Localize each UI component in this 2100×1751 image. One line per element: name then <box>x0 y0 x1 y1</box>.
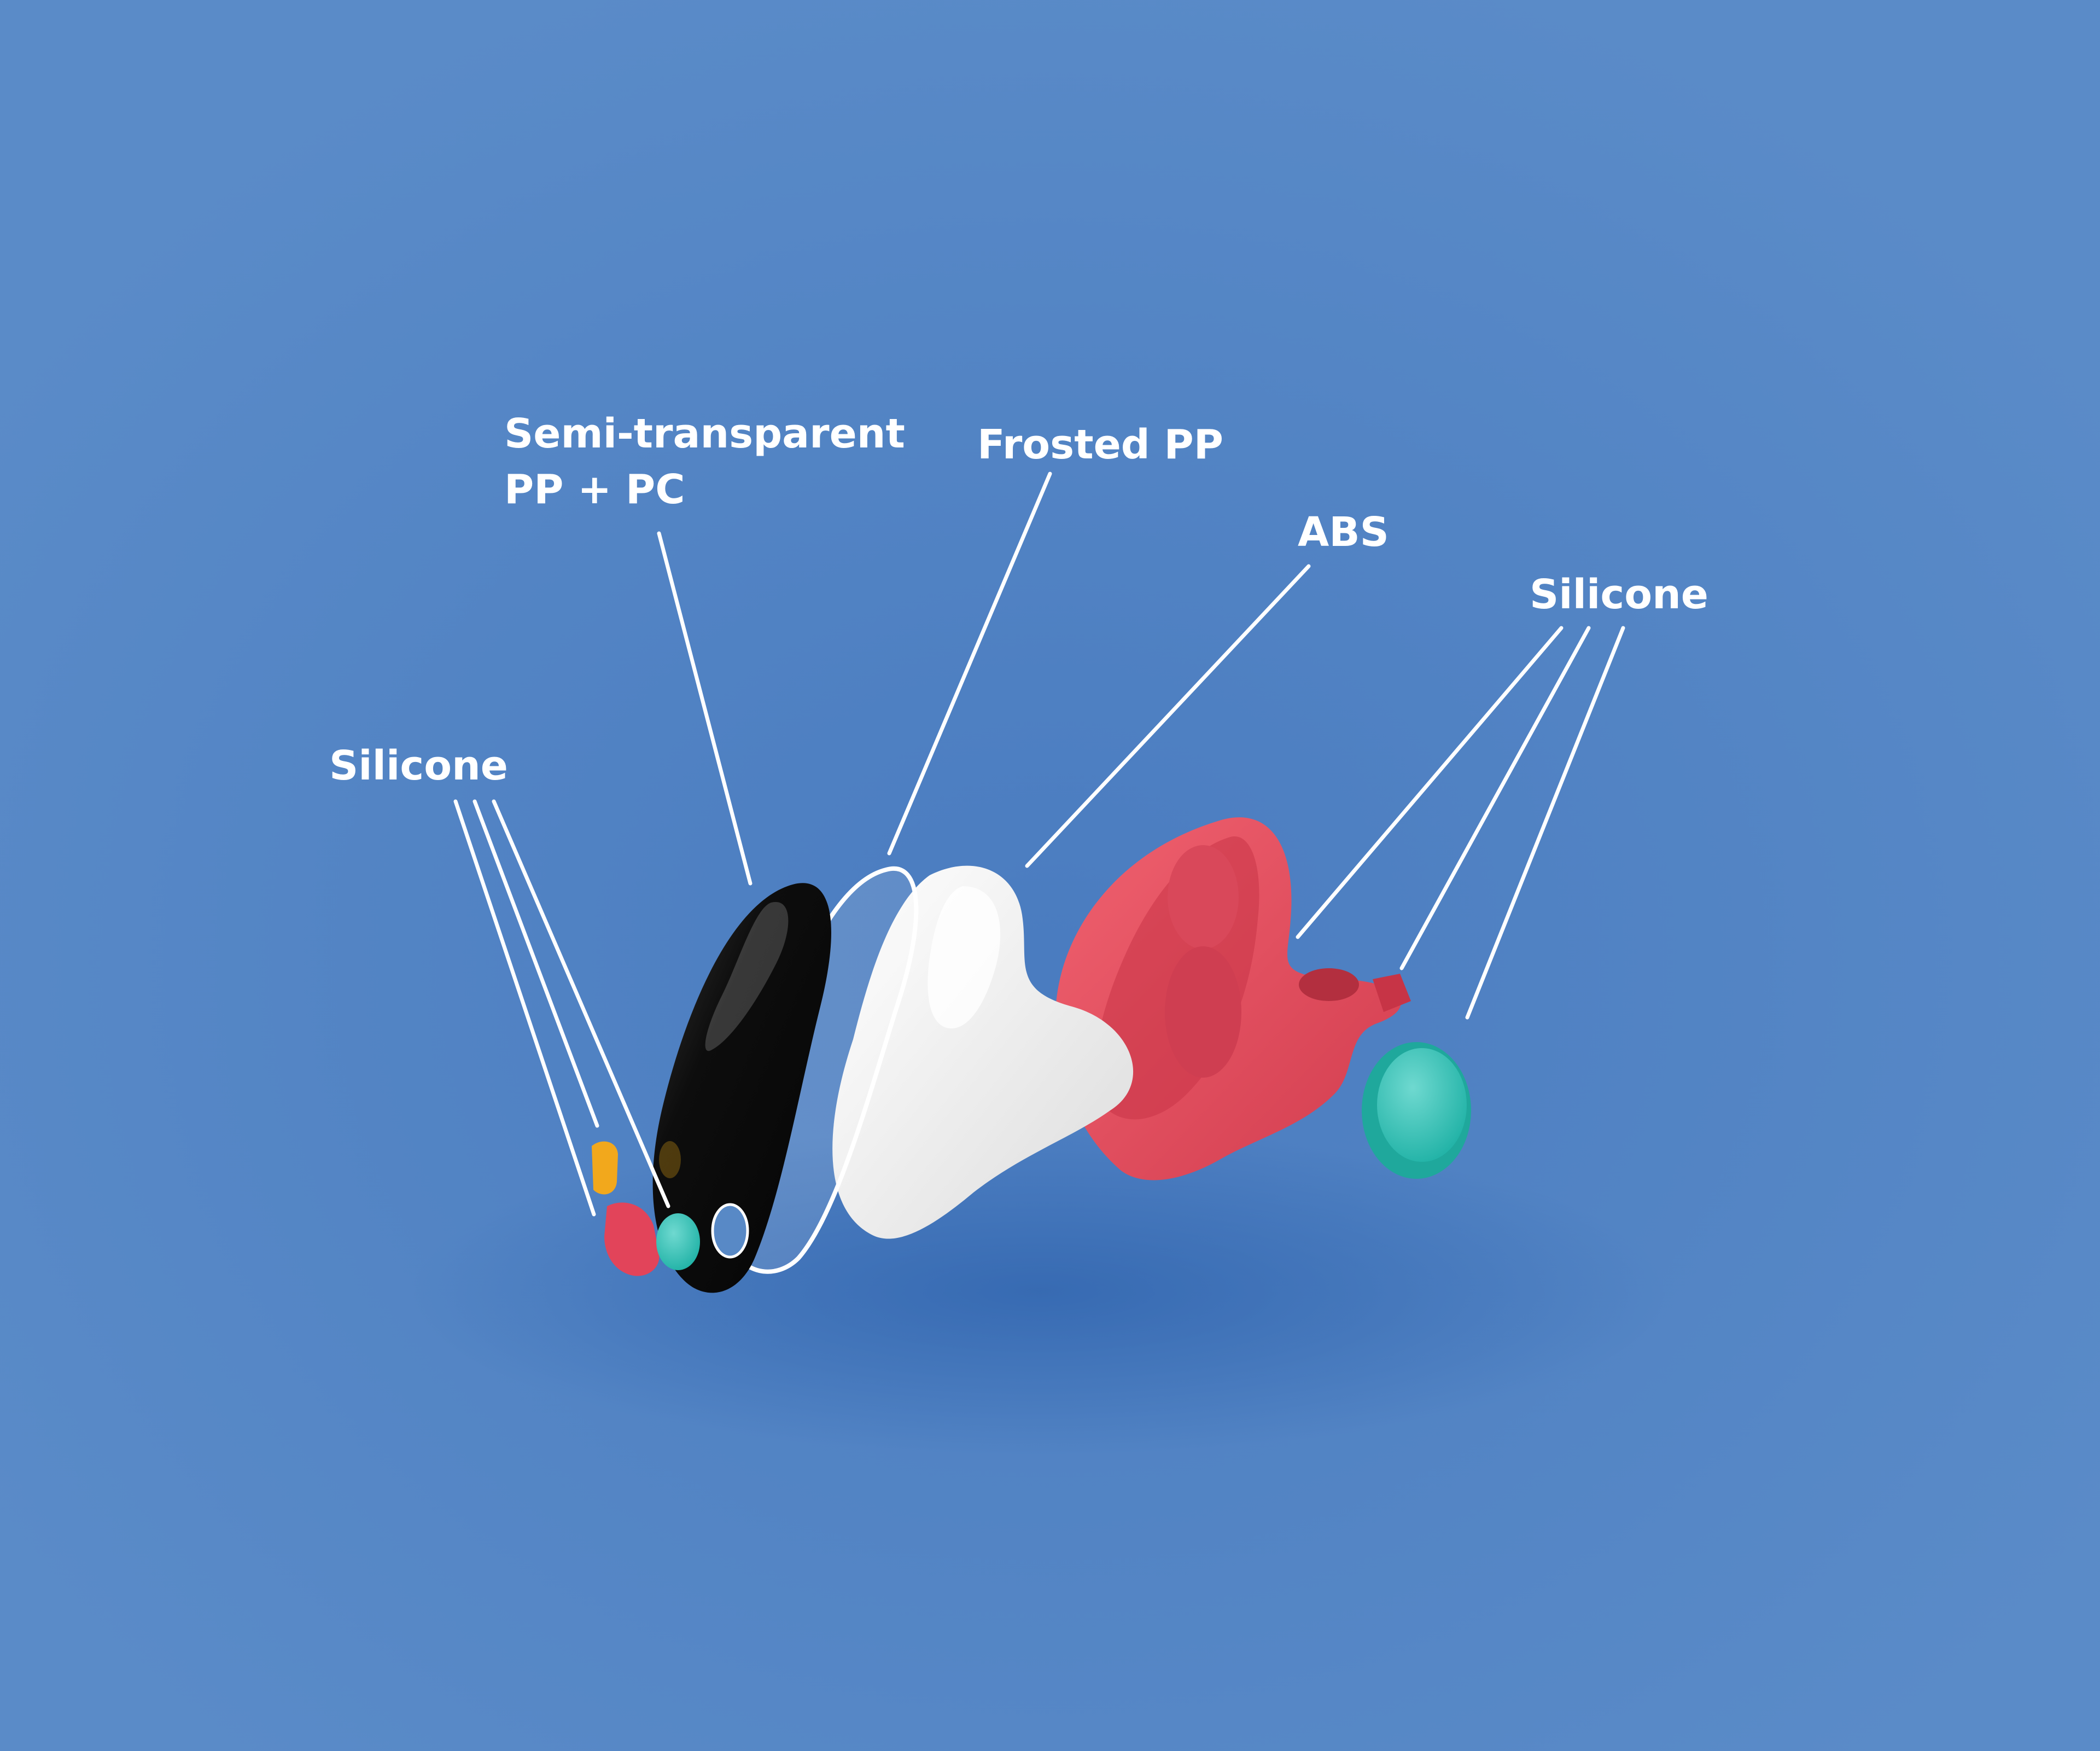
label-silicone-right: Silicone <box>1530 571 1708 618</box>
label-semi-transparent-line2: PP + PC <box>504 466 685 513</box>
leader-silicone-left-3 <box>492 799 670 1208</box>
red-button <box>604 1202 660 1276</box>
leader-silicone-right-1 <box>1296 626 1564 939</box>
leader-silicone-right-2 <box>1399 626 1591 970</box>
frosted-pp-shell <box>832 865 1134 1239</box>
silicone-buttons-left <box>592 1141 700 1276</box>
leader-silicone-left-1 <box>453 799 596 1217</box>
silicone-cap-right <box>1362 1042 1471 1179</box>
label-silicone-left: Silicone <box>329 742 508 789</box>
leader-silicone-right-3 <box>1465 626 1625 1020</box>
semi-transparent-black-shell <box>652 883 831 1293</box>
leader-silicone-left-2 <box>472 799 599 1128</box>
leader-abs <box>1025 564 1311 868</box>
label-abs: ABS <box>1298 509 1389 556</box>
leader-semi-transparent <box>657 531 752 886</box>
label-frosted-pp: Frosted PP <box>977 421 1223 468</box>
leader-frosted <box>887 472 1052 856</box>
label-semi-transparent-line1: Semi-transparent <box>504 410 905 457</box>
teal-button-left <box>656 1213 700 1270</box>
amber-button <box>592 1141 618 1195</box>
leader-lines <box>453 472 1625 1217</box>
abs-body <box>1055 817 1411 1180</box>
